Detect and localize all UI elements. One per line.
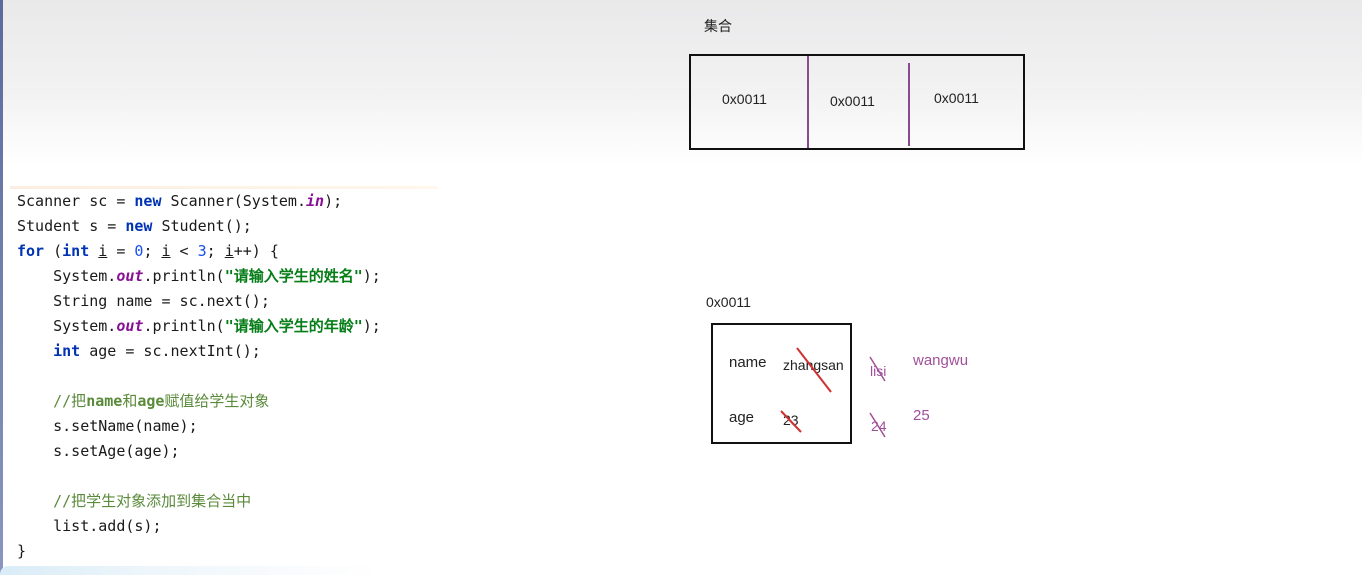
code-keyword: new [134, 192, 162, 210]
code-field: out [116, 267, 144, 285]
code-text: String name = sc.next(); [17, 292, 270, 310]
code-string: "请输入学生的姓名" [224, 267, 363, 285]
code-text: s.setName(name); [17, 417, 198, 435]
code-text: ); [324, 192, 343, 210]
code-text [17, 342, 53, 360]
code-text: ); [362, 267, 381, 285]
code-text: } [17, 542, 27, 560]
annotation-age-24: 24 [871, 418, 887, 434]
code-string: "请输入学生的年龄" [224, 317, 363, 335]
code-text: Student s = [17, 217, 126, 235]
code-field: in [306, 192, 325, 210]
code-text: Scanner sc = [17, 192, 135, 210]
window-left-edge [0, 0, 3, 575]
code-text [89, 242, 98, 260]
code-line-5: String name = sc.next(); [17, 289, 381, 314]
collection-label: 集合 [704, 18, 732, 34]
code-variable: i [224, 242, 234, 260]
code-text: Scanner(System. [161, 192, 306, 210]
code-block: Scanner sc = new Scanner(System.in);Stud… [17, 189, 381, 564]
code-line-6: System.out.println("请输入学生的年龄"); [17, 314, 381, 339]
code-comment: 和 [122, 392, 138, 410]
code-text: ( [44, 242, 63, 260]
code-line-8 [17, 364, 381, 389]
code-highlight-strip [10, 186, 438, 189]
code-text: ; [206, 242, 225, 260]
code-variable: i [98, 242, 108, 260]
code-keyword: new [125, 217, 153, 235]
code-text: ); [362, 317, 381, 335]
age-field-label: age [729, 409, 755, 426]
code-line-4: System.out.println("请输入学生的姓名"); [17, 264, 381, 289]
code-text: .println( [143, 317, 225, 335]
code-comment: //把学生对象添加到集合当中 [17, 492, 252, 510]
code-line-7: int age = sc.nextInt(); [17, 339, 381, 364]
collection-divider [908, 63, 910, 146]
code-comment: age [137, 392, 165, 410]
code-line-12 [17, 464, 381, 489]
name-value: zhangsan [783, 357, 844, 373]
name-field-label: name [729, 354, 767, 371]
code-text: ++) { [233, 242, 279, 260]
bottom-decoration [0, 566, 380, 575]
code-line-2: Student s = new Student(); [17, 214, 381, 239]
code-text: .println( [143, 267, 225, 285]
code-line-14: list.add(s); [17, 514, 381, 539]
code-line-15: } [17, 539, 381, 564]
code-text: s.setAge(age); [17, 442, 180, 460]
age-value: 23 [783, 412, 799, 428]
collection-divider [807, 56, 809, 148]
code-comment: name [86, 392, 123, 410]
annotation-name-lisi: lisi [870, 363, 887, 379]
code-text: ; [143, 242, 162, 260]
code-keyword: int [53, 342, 81, 360]
code-text: < [170, 242, 198, 260]
collection-cell-1: 0x0011 [722, 91, 767, 107]
object-address: 0x0011 [706, 294, 751, 310]
code-text: System. [17, 317, 117, 335]
code-text: age = sc.nextInt(); [80, 342, 261, 360]
code-line-9: //把name和age赋值给学生对象 [17, 389, 381, 414]
code-variable: i [161, 242, 171, 260]
code-comment: //把 [17, 392, 87, 410]
code-keyword: int [62, 242, 90, 260]
code-field: out [116, 317, 144, 335]
collection-cell-2: 0x0011 [830, 93, 875, 109]
annotation-age-25: 25 [913, 407, 930, 424]
code-line-1: Scanner sc = new Scanner(System.in); [17, 189, 381, 214]
code-keyword: for [17, 242, 45, 260]
code-comment: 赋值给学生对象 [164, 392, 270, 410]
code-line-10: s.setName(name); [17, 414, 381, 439]
code-text: System. [17, 267, 117, 285]
annotation-name-wangwu: wangwu [913, 352, 969, 369]
code-number: 3 [197, 242, 207, 260]
collection-box [689, 54, 1025, 150]
code-line-11: s.setAge(age); [17, 439, 381, 464]
code-line-13: //把学生对象添加到集合当中 [17, 489, 381, 514]
student-object-box [711, 323, 852, 444]
code-text: = [107, 242, 135, 260]
top-background [0, 0, 1362, 165]
collection-cell-3: 0x0011 [934, 90, 979, 106]
code-text: list.add(s); [17, 517, 162, 535]
code-number: 0 [134, 242, 144, 260]
code-line-3: for (int i = 0; i < 3; i++) { [17, 239, 381, 264]
code-text: Student(); [152, 217, 252, 235]
